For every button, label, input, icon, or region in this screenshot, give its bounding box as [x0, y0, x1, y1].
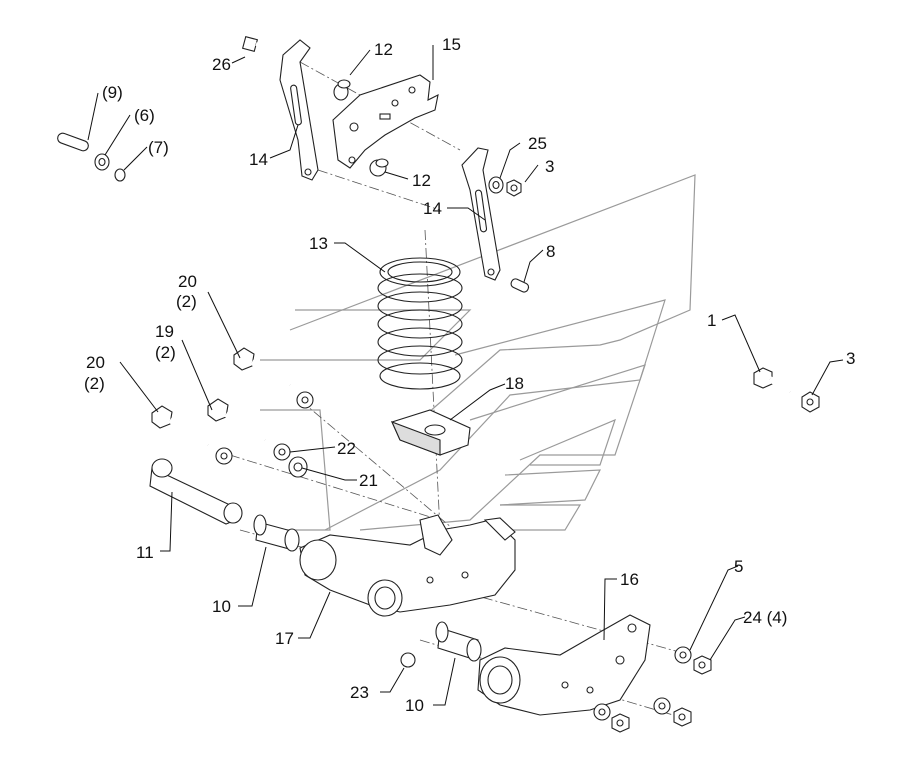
part-1-bolt — [753, 367, 792, 395]
part-12-bushing-top — [333, 79, 351, 101]
part-24-nut-b — [611, 713, 630, 733]
label-23: 23 — [350, 683, 369, 702]
label-9: (9) — [102, 83, 123, 102]
part-6-washer — [94, 153, 110, 171]
part-washer-b — [593, 703, 611, 721]
part-labels: 26 12 15 (9) (6) (7) 14 12 25 3 14 13 8 … — [84, 35, 855, 715]
part-11-sleeve — [149, 458, 243, 525]
label-26: 26 — [212, 55, 231, 74]
label-14-right: 14 — [423, 199, 442, 218]
label-22: 22 — [337, 439, 356, 458]
label-19-qty: (2) — [155, 343, 176, 362]
label-5: 5 — [734, 557, 743, 576]
label-20-lower: 20 — [86, 353, 105, 372]
part-20-bolt-lower — [151, 405, 210, 448]
part-3-nut-top — [506, 179, 522, 197]
part-14-lever-right — [461, 147, 501, 281]
part-17-swing-arm — [299, 514, 516, 617]
part-12-bushing-bottom — [369, 158, 389, 177]
part-18-spring-seat — [390, 409, 471, 456]
part-washer-c — [653, 697, 671, 715]
part-3-nut-right — [801, 391, 820, 413]
part-20-bolt-upper — [233, 347, 292, 388]
part-13-spring — [377, 257, 463, 390]
label-10-upper: 10 — [212, 597, 231, 616]
part-15-bracket-plate — [332, 74, 439, 169]
watermark-logo — [260, 174, 696, 531]
label-13: 13 — [309, 234, 328, 253]
label-20-lower-qty: (2) — [84, 374, 105, 393]
label-18: 18 — [505, 374, 524, 393]
label-20-upper-qty: (2) — [176, 292, 197, 311]
part-16-mounting-bracket — [477, 614, 651, 716]
label-24: 24 (4) — [743, 608, 787, 627]
part-9-pin — [57, 132, 89, 152]
part-24-nut-a — [693, 655, 712, 675]
label-8: 8 — [546, 242, 555, 261]
part-25-washer — [488, 176, 504, 194]
part-7-ring — [114, 168, 126, 182]
label-3-top: 3 — [545, 157, 554, 176]
label-10-lower: 10 — [405, 696, 424, 715]
leader-lines — [87, 45, 844, 706]
label-6: (6) — [134, 106, 155, 125]
part-22-washer — [273, 443, 291, 461]
part-washer-lower — [215, 447, 233, 465]
label-15: 15 — [442, 35, 461, 54]
label-21: 21 — [359, 471, 378, 490]
label-17: 17 — [275, 629, 294, 648]
part-14-lever-left — [279, 39, 319, 181]
label-12-top: 12 — [374, 40, 393, 59]
label-7: (7) — [148, 138, 169, 157]
label-14-left: 14 — [249, 150, 268, 169]
part-10-bushing-lower — [435, 621, 482, 662]
label-11: 11 — [136, 543, 154, 562]
part-26-bolt — [241, 35, 286, 54]
part-24-nut-c — [673, 707, 692, 727]
label-1: 1 — [707, 311, 716, 330]
label-12-bottom: 12 — [412, 171, 431, 190]
label-3-right: 3 — [846, 349, 855, 368]
part-washer-upper — [296, 391, 314, 409]
part-8-pin — [510, 278, 530, 293]
label-19: 19 — [155, 322, 174, 341]
part-23-cap — [400, 652, 416, 668]
label-25: 25 — [528, 134, 547, 153]
label-20-upper: 20 — [178, 272, 197, 291]
part-21-washer — [288, 456, 308, 478]
part-10-bushing-upper — [253, 514, 300, 552]
part-5-washer — [674, 646, 692, 664]
part-19-bolt — [207, 398, 267, 443]
label-16: 16 — [620, 570, 639, 589]
